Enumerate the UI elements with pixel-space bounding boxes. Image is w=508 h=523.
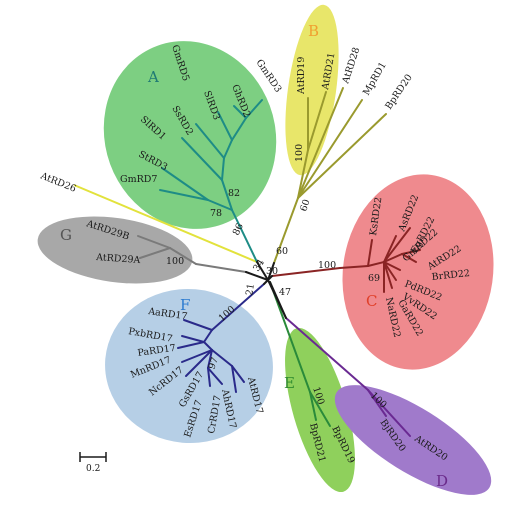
branches-clade-c xyxy=(271,227,421,293)
branches-clade-g xyxy=(137,235,247,273)
clade-label-b: B xyxy=(308,22,319,40)
bootstrap-value: 60 xyxy=(298,198,312,213)
bootstrap-value: 100 xyxy=(318,260,336,271)
clade-label-f: F xyxy=(180,296,190,314)
clade-g-ellipse xyxy=(37,216,193,284)
leaf-label: PaRD17 xyxy=(137,343,177,359)
leaf-label: AtRD29A xyxy=(95,252,141,266)
leaf-label: AtRD28 xyxy=(340,46,362,86)
clade-label-d: D xyxy=(436,472,448,490)
bootstrap-value: 69 xyxy=(368,273,380,284)
bootstrap-value: 82 xyxy=(228,188,240,199)
branches-clade-b xyxy=(273,87,387,264)
clade-f-ellipse xyxy=(105,288,273,444)
leaf-label: MpRD1 xyxy=(361,60,389,97)
clade-label-a: A xyxy=(147,68,159,86)
branches-clade-d xyxy=(285,317,411,437)
branches-root xyxy=(245,261,287,319)
clade-a-ellipse xyxy=(103,41,277,229)
bootstrap-value: 100 xyxy=(294,144,305,162)
bootstrap-value: 100 xyxy=(166,256,184,267)
clade-label-c: C xyxy=(366,292,377,310)
scale-bar xyxy=(79,452,107,462)
branches-clade-a xyxy=(159,99,263,263)
leaf-label: AtRD19 xyxy=(296,57,307,95)
leaf-label: GmRD7 xyxy=(120,174,157,185)
clade-label-g: G xyxy=(60,226,72,244)
leaf-label: BpRD20 xyxy=(383,72,414,111)
scale-bar-label: 0.2 xyxy=(86,464,100,474)
bootstrap-value: 97 xyxy=(206,356,220,371)
bootstrap-value: 86 xyxy=(231,222,246,238)
leaf-label: AtRD26 xyxy=(38,170,78,195)
bootstrap-value: 21 xyxy=(244,283,257,297)
clade-d-ellipse xyxy=(334,385,492,495)
leaf-label: KsRD22 xyxy=(368,196,384,236)
bootstrap-value: 78 xyxy=(210,208,222,219)
branches-clade-f xyxy=(177,283,265,393)
branch-atrd26 xyxy=(73,184,258,263)
bootstrap-value: 30 xyxy=(266,266,278,277)
bootstrap-value: 47 xyxy=(279,287,291,298)
bootstrap-value: 100 xyxy=(310,386,326,407)
bootstrap-value: 34 xyxy=(251,258,267,274)
bootstrap-value: 60 xyxy=(276,246,288,257)
clade-c-ellipse xyxy=(342,174,494,370)
leaf-label: BrRD22 xyxy=(431,268,470,283)
clade-label-e: E xyxy=(284,374,295,392)
